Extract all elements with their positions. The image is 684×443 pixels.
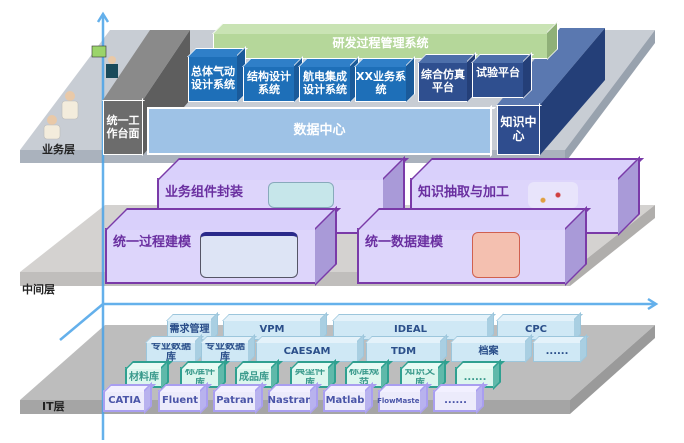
it-fluent: Fluent bbox=[158, 390, 202, 412]
it-layer-label: IT层 bbox=[42, 400, 65, 413]
it-professional-db-1: 专业数据库 bbox=[146, 341, 196, 363]
platform-simulation: 综合仿真平台 bbox=[418, 62, 468, 102]
it-row2-more: ...... bbox=[533, 342, 581, 362]
unified-data-modeling: 统一数据建模 bbox=[357, 228, 567, 284]
it-typical-parts-lib: 典型件库 bbox=[290, 366, 330, 389]
it-row4-more: ...... bbox=[433, 390, 478, 412]
platform-testing: 试验平台 bbox=[472, 62, 524, 98]
data-model-thumbnail bbox=[472, 232, 520, 278]
business-layer-label: 业务层 bbox=[42, 143, 75, 156]
data-center: 数据中心 bbox=[147, 107, 492, 155]
system-avionics-design: 航电集成设计系统 bbox=[299, 66, 351, 102]
knowledge-center-side bbox=[540, 28, 605, 155]
system-aerodynamic-design: 总体气动设计系统 bbox=[188, 56, 238, 102]
knowledge-graph-thumbnail bbox=[528, 182, 578, 208]
it-patran: Patran bbox=[213, 390, 257, 412]
component-diagram-thumbnail bbox=[268, 182, 334, 208]
it-standard-specs: 标准规范 bbox=[345, 366, 383, 389]
it-nastran: Nastran bbox=[268, 390, 312, 412]
it-flowmaster: FlowMaster bbox=[377, 390, 423, 412]
process-model-thumbnail bbox=[200, 232, 298, 278]
it-caesam: CAESAM bbox=[256, 342, 358, 362]
system-xx-business: XX业务系统 bbox=[355, 66, 407, 102]
it-archive: 档案 bbox=[451, 342, 526, 362]
it-matlab: Matlab bbox=[323, 390, 367, 412]
unified-workbench: 统一工作台面 bbox=[103, 100, 143, 155]
axis-lines bbox=[59, 11, 659, 440]
it-tdm: TDM bbox=[366, 342, 441, 362]
middle-layer-label: 中间层 bbox=[22, 283, 55, 296]
it-catia: CATIA bbox=[103, 390, 146, 412]
people-icon bbox=[43, 45, 118, 140]
system-structure-design: 结构设计系统 bbox=[243, 66, 295, 102]
knowledge-center: 知识中心 bbox=[497, 105, 540, 155]
